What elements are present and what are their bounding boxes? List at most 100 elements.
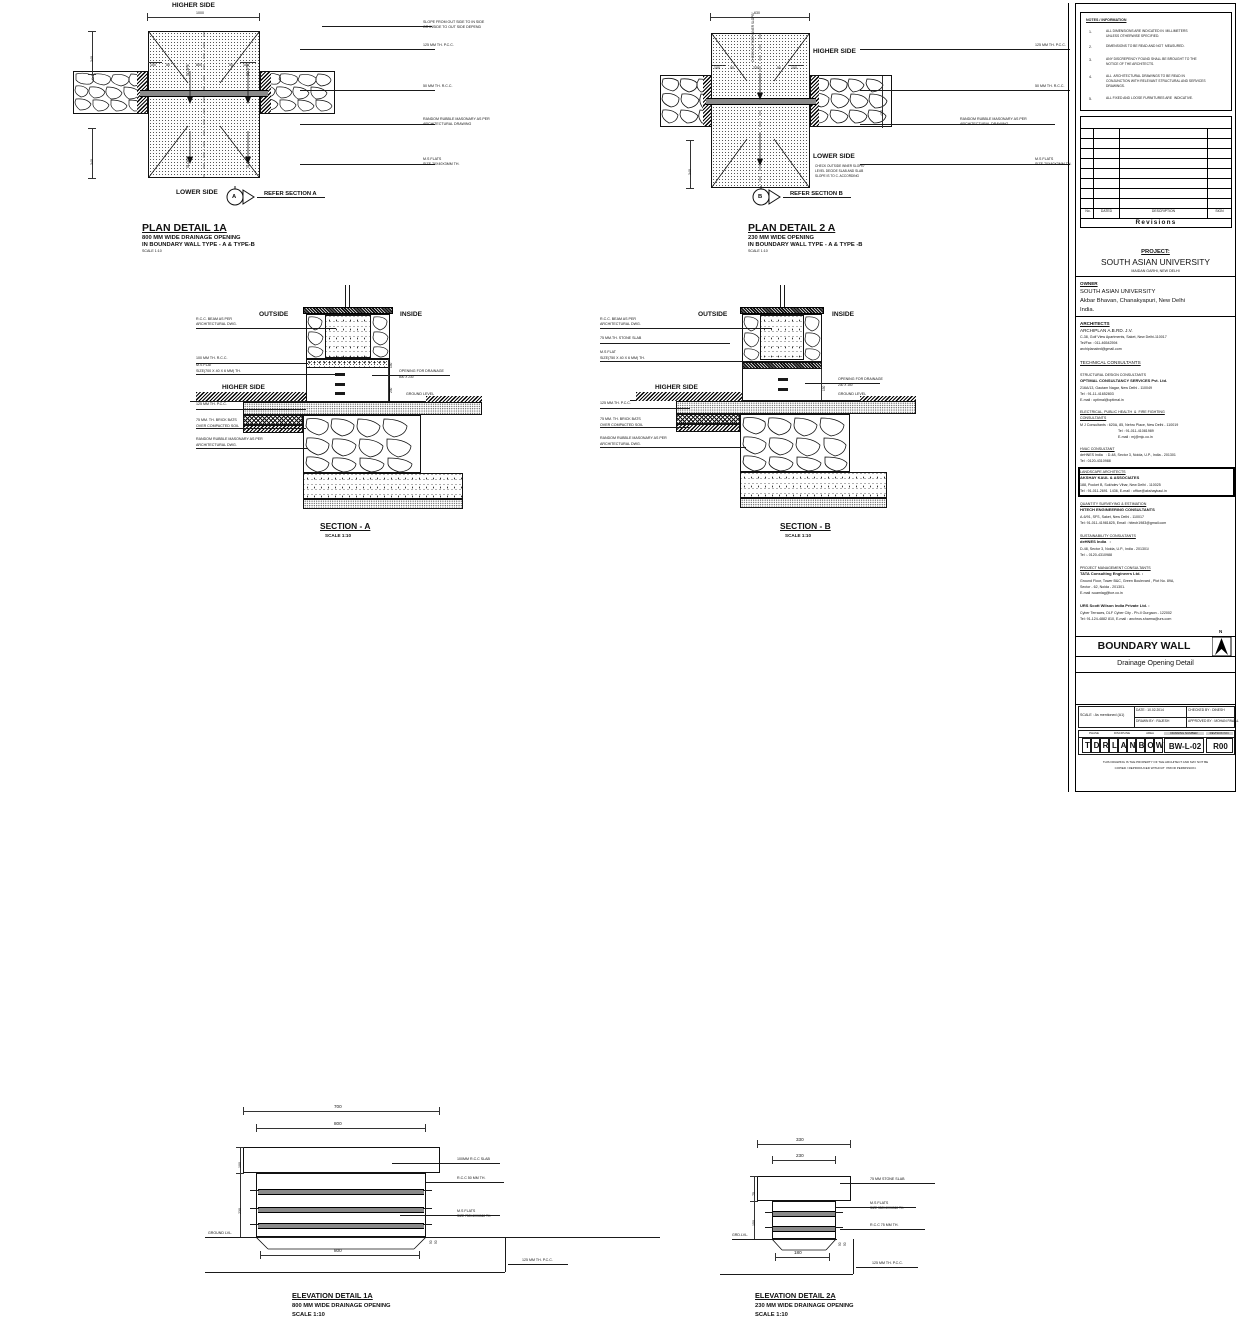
project-name: SOUTH ASIAN UNIVERSITY <box>1101 257 1210 267</box>
plan2a-sub2: IN BOUNDARY WALL TYPE - A & TYPE -B <box>748 242 863 248</box>
code-cell-1-text: D <box>1093 741 1100 750</box>
plan2a-check-note-2: SLOPE IS TO C. ACCORDING <box>815 174 859 178</box>
elev2a-note-0-l1: 75 MM STONE SLAB <box>870 1177 905 1181</box>
plan2a-dim-left-a: 100 <box>714 66 720 70</box>
notes-item-0-l2: UNLESS OTHERWISE SPECIFIED. <box>1106 34 1160 38</box>
elev1a-dim-50a: 50 <box>429 1240 433 1244</box>
sectionb-opening-l2: 230 X 150 <box>838 383 853 387</box>
plan1a-section-bubble-text: A <box>232 194 237 200</box>
sectiona-ground-level-label: GROUND LEVEL <box>406 392 435 396</box>
notes-item-1-no: 2. <box>1089 45 1092 49</box>
sectiona-title: SECTION - A <box>320 521 371 531</box>
plan1a-dim-overall: 1000 <box>196 11 204 15</box>
plan2a-dim-overall: 630 <box>754 11 760 15</box>
sectiona-note-0-l1: R.C.C. BEAM AS PER <box>196 317 232 321</box>
pmc-line-2: E-mail :suamlag@tce.co.in <box>1080 591 1123 595</box>
sectionb-higher-ground <box>636 392 742 401</box>
code-cell-1: D <box>1091 738 1100 753</box>
sectionb-opening-box <box>742 369 822 400</box>
sectiona-note-0-l2: ARCHITECTURAL DWG. <box>196 322 237 326</box>
elev1a-title: ELEVATION DETAIL 1A <box>292 1291 373 1300</box>
code-cell-4: A <box>1118 738 1127 753</box>
sectiona-opening-l2: 800 X 230 <box>399 375 414 379</box>
code-cell-2-text: R <box>1102 741 1109 750</box>
sectiona-lower-ground <box>426 396 482 404</box>
elev1a-dim-800-top: 800 <box>334 1121 342 1126</box>
sectionb-footing-pcc <box>740 498 887 508</box>
plan2a-section-bubble-text: B <box>758 194 763 200</box>
sectiona-note-1-l1: 100 MM TH. R.C.C. <box>196 356 228 360</box>
sectionb-note-0-l2: ARCHITECTURAL DWG. <box>600 322 641 326</box>
consultant-0-heading: STRUCTURAL DESIGN CONSULTANTS <box>1080 373 1147 377</box>
elev1a-note-2-l1: M.S FLATS <box>457 1209 476 1213</box>
elev2a-sub1: 230 MM WIDE DRAINAGE OPENING <box>755 1303 854 1309</box>
code-cell-8-text: W <box>1155 741 1164 750</box>
drawn-label: DRAWN BY : RAJESH <box>1136 719 1170 723</box>
code-label-area: AREA <box>1146 731 1154 735</box>
elev1a-dim-800-bot: 800 <box>334 1248 342 1253</box>
code-label-phase: PHASE <box>1089 731 1099 735</box>
notes-item-3-l3: DRAWINGS. <box>1106 84 1125 88</box>
notes-item-2-l2: NOTICE OF THE ARCHITECTS. <box>1106 62 1155 66</box>
sustainability-name: deHNES India : <box>1080 539 1111 544</box>
drawing-number-cell: BW-L-02 <box>1164 738 1204 753</box>
notes-item-3-no: 4. <box>1089 75 1092 79</box>
elev1a-note-1-l1: R.C.C 50 MM TH. <box>457 1176 486 1180</box>
sectionb-footing-concrete <box>740 472 887 498</box>
elev2a-title: ELEVATION DETAIL 2A <box>755 1291 836 1300</box>
plan1a-note-2-l1: 50 MM TH. R.C.C. <box>423 84 453 88</box>
elev1a-dim-230: 230 <box>238 1208 242 1214</box>
sectiona-opening-box <box>306 368 390 401</box>
elev1a-dim-700: 700 <box>334 1104 342 1109</box>
consultant-0-line-2: E-mail : optimal@optimal.in <box>1080 398 1124 402</box>
sectionb-foundation-rubble <box>740 414 850 472</box>
plan2a-note-0-l1: 125 MM TH. P.C.C. <box>1035 43 1066 47</box>
sectionb-ground-level-label: GROUND LEVEL <box>838 392 867 396</box>
sectiona-foundation-rubble <box>303 415 421 473</box>
plan1a-dim-opening: 800 <box>196 63 202 67</box>
plan2a-slope-arrows <box>756 73 764 167</box>
elev2a-note-1-l2: SIZE 350X40X6MM TH. <box>870 1206 905 1210</box>
plan1a-note-3-l2: ARCHITECTURAL DRAWING <box>423 122 472 126</box>
revisions-table: No. DATED DESCRIPTION SIGN Revisions <box>1080 116 1232 228</box>
elev2a-ground-level-label: GRD.LVL. <box>732 1233 749 1237</box>
sectiona-dim-150: 150 <box>389 362 393 368</box>
plan2a-dim-vbot: 340 <box>688 169 692 175</box>
plan2a-dim-vside: 450 <box>880 110 884 116</box>
approved-label: APPROVED BY : MOHAN PAWAL <box>1188 719 1239 723</box>
drawing-number: BW-L-02 <box>1168 742 1202 751</box>
sectionb-note-5-l2: ARCHITECTURAL DWG. <box>600 442 641 446</box>
plan1a-dim-right-b: 100 <box>243 63 249 67</box>
code-cell-2: R <box>1100 738 1109 753</box>
urs-line-1: Tel: 91-124-4882 810, E-mail : anchros.s… <box>1080 617 1172 621</box>
consultant-1-name: M J Consultants : 620A, 85, Nehru Place,… <box>1080 423 1179 427</box>
plan1a-note-3-l1: RANDOM RUBBLE MASONARY AS PER <box>423 117 490 121</box>
sectionb-brick-bats <box>676 414 740 424</box>
plan2a-note-1-l1: 50 MM TH. R.C.C. <box>1035 84 1065 88</box>
plan2a-section-ref: REFER SECTION B <box>790 191 843 197</box>
plan2a-note-2-l1: RANDOM RUBBLE MASONARY AS PER <box>960 117 1027 121</box>
sectiona-opening-l1: OPENING FOR DRAINAGE <box>399 369 444 373</box>
checked-label: CHECKED BY : DINESH <box>1188 708 1225 712</box>
elev2a-stone-slab <box>757 1176 851 1201</box>
code-cell-0: T <box>1082 738 1091 753</box>
code-cell-4-text: A <box>1120 741 1127 750</box>
elev1a-note-2-l2: SIZE 700X40X6MM TH. <box>457 1214 492 1218</box>
notes-item-2-l1: ANY DISCREPENCY FOUND SHALL BE BROUGHT T… <box>1106 57 1197 61</box>
notes-item-3-l1: ALL ARCHITECTURAL DRAWINGS TO BE READ IN <box>1106 74 1185 78</box>
notes-item-1-l1: DIMENSIONS TO BE READ AND NOT MEASURED. <box>1106 44 1185 48</box>
section-a: OUTSIDE INSIDE <box>0 285 660 555</box>
north-label: N <box>1219 629 1223 634</box>
plan2a-note-2-l2: ARCHITECTURAL DRAWING <box>960 122 1009 126</box>
landscape-name: AKSHAY KAUL & ASSOCIATES <box>1080 475 1140 480</box>
consultant-1-line-1: E-mail : mj@mjc.co.in <box>1118 435 1153 439</box>
pmc-heading: PROJECT MANAGEMENT CONSULTANTS <box>1080 566 1151 570</box>
code-cell-3: L <box>1109 738 1118 753</box>
north-arrow-icon <box>1212 637 1232 657</box>
consultant-0-line-1: Tel : 91-11-41652803 <box>1080 392 1114 396</box>
architects-heading: ARCHITECTS <box>1080 321 1110 326</box>
sectiona-note-2-l2: SIZE(700 X 40 X 6 MM) TH. <box>196 369 241 373</box>
landscape-box <box>1078 467 1235 497</box>
consultant-0-line-0: 216A/13, Gautam Nagar, New Delhi - 11004… <box>1080 386 1153 390</box>
sectiona-scale: SCALE 1:10 <box>325 533 352 538</box>
